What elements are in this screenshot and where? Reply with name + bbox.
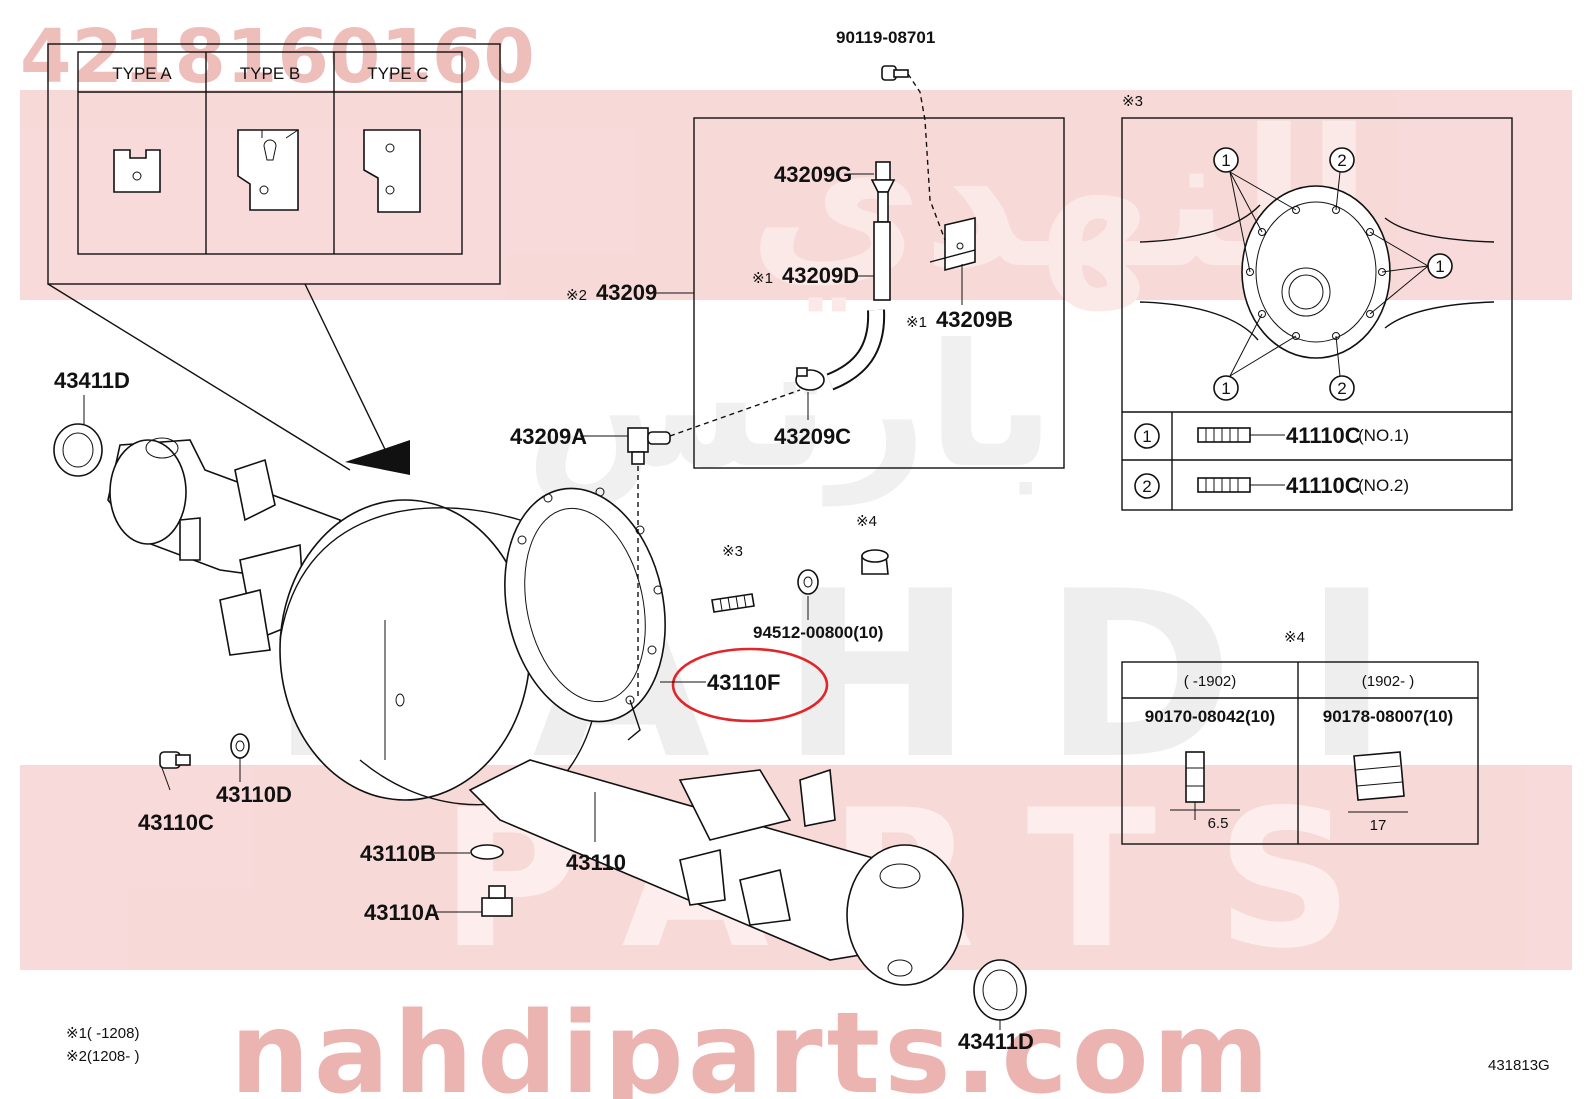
label-hose-asm-mark: ※2	[566, 287, 587, 304]
svg-text:1: 1	[1221, 151, 1230, 170]
label-43411d-left: 43411D	[54, 368, 130, 393]
hose-43209d-icon	[873, 221, 891, 301]
part-labels: 90119-08701 ※2 43209 43209G ※1 43209D ※1…	[54, 28, 1034, 1054]
label-43209: 43209	[596, 280, 657, 305]
gasket-43110b-icon	[470, 844, 504, 860]
type-box-table	[77, 51, 463, 255]
svg-text:2: 2	[1337, 379, 1346, 398]
type-box: TYPE A TYPE B TYPE C	[47, 43, 501, 475]
type-a-bracket-icon	[113, 149, 161, 193]
oil-seal-left-icon	[53, 423, 103, 477]
type-b-bracket-icon	[237, 129, 299, 211]
type-c-label: TYPE C	[367, 64, 428, 83]
watermark-site: nahdiparts.com	[230, 989, 1273, 1099]
label-43209a: 43209A	[510, 424, 587, 449]
stud-row1-note: (NO.1)	[1358, 426, 1409, 445]
stud-row-2: 2 41110C (NO.2)	[1134, 473, 1409, 499]
callout-1-top: 1	[1213, 147, 1239, 173]
nut-col1-header: ( -1902)	[1184, 673, 1237, 690]
nut-panel-frame	[1121, 661, 1479, 845]
callout-1-right: 1	[1427, 253, 1453, 279]
plug-43110c-icon	[159, 751, 191, 791]
label-43209g: 43209G	[774, 162, 852, 187]
footnote-1: ※1( -1208)	[66, 1025, 139, 1042]
watermark: 4218160160 النهدي بارتس NAHDI PARTS nahd…	[20, 14, 1572, 1099]
label-43209b: 43209B	[936, 307, 1013, 332]
axle-housing	[107, 437, 964, 986]
nut-col1-dim: 6.5	[1208, 815, 1229, 832]
oil-seal-right-icon	[973, 959, 1027, 1021]
footnote-2: ※2(1208- )	[66, 1048, 139, 1065]
callout-1-bottom: 1	[1213, 375, 1239, 401]
flange-bolt-holes	[517, 487, 663, 705]
label-washer: 94512-00800(10)	[753, 623, 883, 642]
nut-panel-mark: ※4	[1284, 629, 1305, 646]
washer-icon	[797, 569, 819, 595]
fitting-43209g-icon	[870, 161, 896, 223]
nut-col2-header: (1902- )	[1362, 673, 1415, 690]
elbow-43209a-icon	[627, 427, 671, 465]
label-43411d-right: 43411D	[958, 1029, 1034, 1054]
stud-panel: ※3 1	[1121, 93, 1513, 511]
stud-row2-part: 41110C	[1286, 473, 1361, 498]
breather-hose-box	[656, 65, 1065, 469]
svg-text:1: 1	[1435, 257, 1444, 276]
nut-wide-icon	[1348, 751, 1408, 813]
carrier-flange-icon	[1241, 185, 1391, 359]
svg-text:1: 1	[1221, 379, 1230, 398]
type-c-bracket-icon	[363, 129, 421, 213]
stud-panel-mark: ※3	[1122, 93, 1143, 110]
label-43110: 43110	[566, 850, 626, 875]
nut-col1-part: 90170-08042(10)	[1145, 707, 1275, 726]
stud-icon	[711, 593, 755, 613]
bracket-43209b-icon	[929, 216, 976, 272]
label-bolt-top: 90119-08701	[836, 28, 935, 47]
type-box-frame	[47, 43, 501, 285]
svg-text:1: 1	[1142, 427, 1151, 446]
nut-col2-part: 90178-08007(10)	[1323, 707, 1453, 726]
highlight-ring	[671, 647, 829, 723]
label-43110f: 43110F	[707, 670, 780, 695]
label-43209b-mark: ※1	[906, 314, 927, 331]
label-43209d-mark: ※1	[752, 270, 773, 287]
gasket-43110d-icon	[230, 733, 250, 759]
callout-2-top: 2	[1329, 147, 1355, 173]
nut-icon	[861, 549, 889, 575]
stud-row2-note: (NO.2)	[1358, 476, 1409, 495]
label-43209d: 43209D	[782, 263, 859, 288]
label-nut-mark: ※4	[856, 513, 877, 530]
stud-row1-part: 41110C	[1286, 423, 1361, 448]
figure-code: 431813G	[1488, 1057, 1550, 1074]
watermark-part-number: 4218160160	[20, 14, 535, 100]
nut-narrow-icon	[1170, 751, 1240, 820]
stud-panel-frame	[1121, 117, 1513, 511]
type-b-label: TYPE B	[240, 64, 300, 83]
label-stud-mark: ※3	[722, 543, 743, 560]
type-a-label: TYPE A	[112, 64, 172, 83]
nut-col2-dim: 17	[1370, 817, 1387, 834]
watermark-arabic-2: بارتس	[525, 308, 1055, 507]
label-43110a: 43110A	[364, 900, 440, 925]
plug-43110a-icon	[481, 885, 513, 917]
label-43209c: 43209C	[774, 424, 851, 449]
svg-text:2: 2	[1142, 477, 1151, 496]
label-43110c: 43110C	[138, 810, 214, 835]
callout-2-bottom: 2	[1329, 375, 1355, 401]
svg-text:2: 2	[1337, 151, 1346, 170]
nut-panel: ※4 ( -1902) (1902- ) 90170-08042(10) 901…	[1121, 629, 1479, 845]
stud-row-1: 1 41110C (NO.1)	[1134, 423, 1409, 449]
label-43110d: 43110D	[216, 782, 292, 807]
type-box-arrow-icon	[345, 440, 410, 475]
clamp-43209c-icon	[795, 367, 825, 391]
label-43110b: 43110B	[360, 841, 436, 866]
bolt-icon	[881, 65, 909, 81]
